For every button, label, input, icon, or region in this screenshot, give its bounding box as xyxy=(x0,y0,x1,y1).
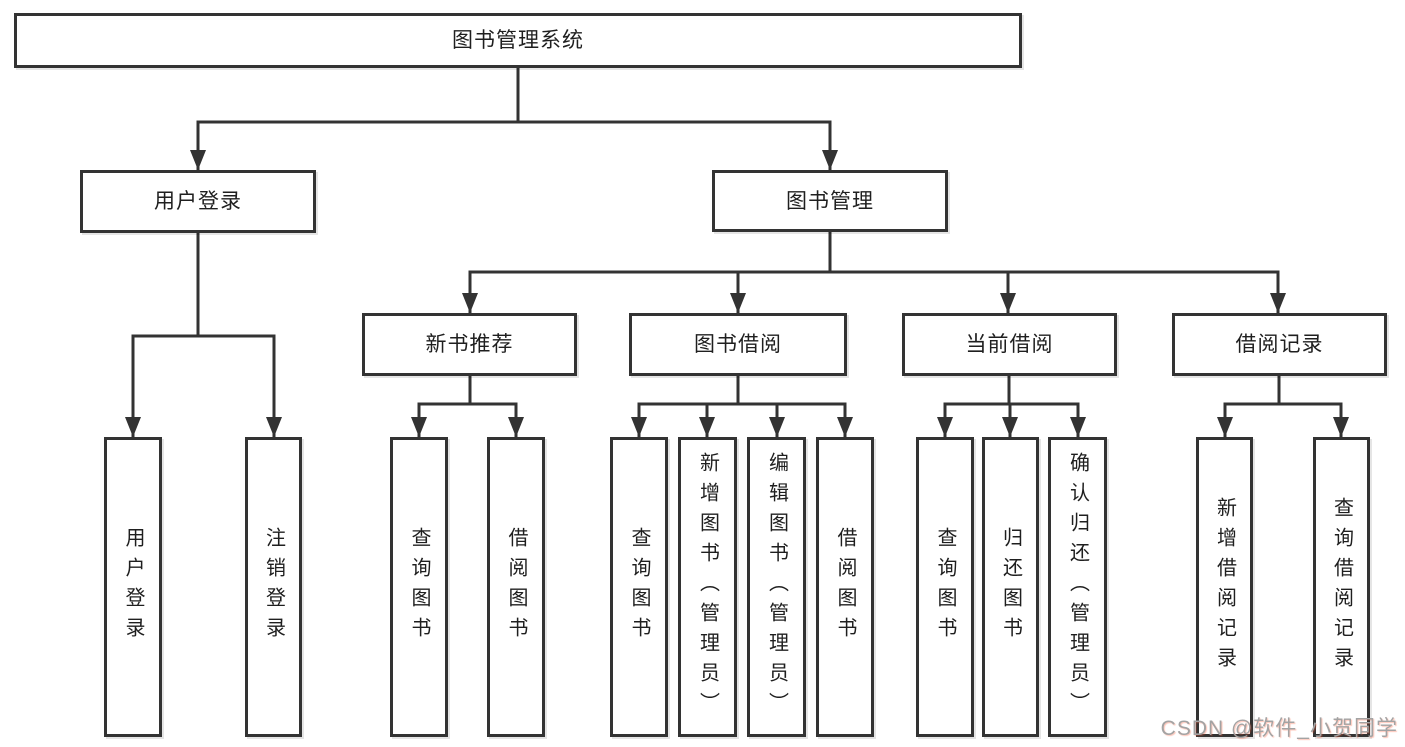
leaf-logout-label: 注销登录 xyxy=(262,527,285,647)
leaf-current-query-books: 查询图书 xyxy=(916,437,974,737)
node-book-management: 图书管理 xyxy=(712,170,948,232)
arrowhead xyxy=(769,417,785,437)
arrowhead xyxy=(631,417,647,437)
leaf-add-books-admin: 新增图书（管理员） xyxy=(678,437,737,737)
edge-bookmgmt-branch xyxy=(468,270,1280,313)
arrowhead xyxy=(1070,417,1086,437)
arrowhead xyxy=(1002,417,1018,437)
leaf-edit-books-admin: 编辑图书（管理员） xyxy=(747,437,806,737)
arrowhead xyxy=(699,417,715,437)
leaf-return-books: 归还图书 xyxy=(982,437,1039,737)
edge-bookborrow-branch xyxy=(637,402,847,437)
leaf-confirm-return-admin-label: 确认归还（管理员） xyxy=(1066,452,1089,722)
node-root: 图书管理系统 xyxy=(14,13,1022,68)
node-book-management-label: 图书管理 xyxy=(786,189,874,213)
leaf-newbook-borrow-books-label: 借阅图书 xyxy=(505,527,527,647)
arrowhead xyxy=(1270,293,1286,313)
arrowhead xyxy=(125,417,141,437)
leaf-borrow-books-label: 借阅图书 xyxy=(834,527,856,647)
arrowhead xyxy=(266,417,282,437)
leaf-current-query-books-label: 查询图书 xyxy=(934,527,956,647)
leaf-add-books-admin-label: 新增图书（管理员） xyxy=(696,452,719,722)
node-new-book-recommend-label: 新书推荐 xyxy=(425,333,514,356)
leaf-borrow-books: 借阅图书 xyxy=(816,437,874,737)
arrowhead xyxy=(411,417,427,437)
leaf-newbook-query-books-label: 查询图书 xyxy=(408,527,430,647)
node-root-label: 图书管理系统 xyxy=(452,29,584,52)
leaf-borrow-query-books: 查询图书 xyxy=(610,437,668,737)
node-user-login-label: 用户登录 xyxy=(154,190,242,213)
leaf-user-login-label: 用户登录 xyxy=(122,527,144,647)
edge-root-branch xyxy=(196,120,832,170)
leaf-borrow-query-books-label: 查询图书 xyxy=(628,527,650,647)
arrowhead xyxy=(1217,417,1233,437)
node-current-borrow: 当前借阅 xyxy=(902,313,1117,376)
edge-borrowrecord-branch xyxy=(1223,402,1343,437)
leaf-query-borrow-record: 查询借阅记录 xyxy=(1313,437,1370,737)
csdn-watermark: CSDN @软件_小贺同学 xyxy=(1160,717,1398,740)
node-new-book-recommend: 新书推荐 xyxy=(362,313,577,376)
edge-userlogin-branch xyxy=(131,334,276,437)
leaf-newbook-borrow-books: 借阅图书 xyxy=(487,437,545,737)
leaf-logout: 注销登录 xyxy=(245,437,302,737)
node-book-borrow: 图书借阅 xyxy=(629,313,847,376)
arrowhead xyxy=(822,150,838,170)
arrowhead xyxy=(190,150,206,170)
leaf-newbook-query-books: 查询图书 xyxy=(390,437,448,737)
leaf-return-books-label: 归还图书 xyxy=(999,527,1022,647)
leaf-confirm-return-admin: 确认归还（管理员） xyxy=(1048,437,1107,737)
node-book-borrow-label: 图书借阅 xyxy=(694,333,782,356)
edge-newbook-branch xyxy=(417,402,518,437)
node-user-login: 用户登录 xyxy=(80,170,316,233)
leaf-add-borrow-record: 新增借阅记录 xyxy=(1196,437,1253,737)
leaf-user-login: 用户登录 xyxy=(104,437,162,737)
arrowhead xyxy=(1333,417,1349,437)
edge-currentborrow-branch xyxy=(943,402,1080,437)
node-borrow-record-label: 借阅记录 xyxy=(1235,333,1324,356)
arrowhead xyxy=(730,293,746,313)
node-current-borrow-label: 当前借阅 xyxy=(965,333,1054,356)
arrowhead xyxy=(937,417,953,437)
arrowhead xyxy=(837,417,853,437)
arrowhead xyxy=(462,293,478,313)
leaf-edit-books-admin-label: 编辑图书（管理员） xyxy=(765,452,788,722)
arrowhead xyxy=(1000,293,1016,313)
leaf-query-borrow-record-label: 查询借阅记录 xyxy=(1330,497,1353,677)
leaf-add-borrow-record-label: 新增借阅记录 xyxy=(1213,497,1236,677)
arrowhead xyxy=(508,417,524,437)
node-borrow-record: 借阅记录 xyxy=(1172,313,1387,376)
